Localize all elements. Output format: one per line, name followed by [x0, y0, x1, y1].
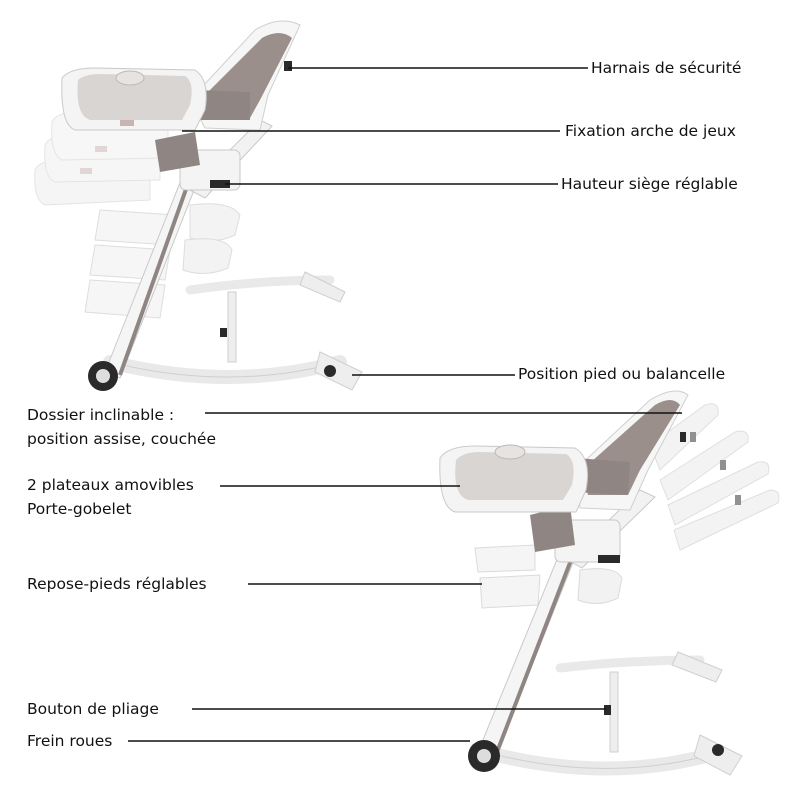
label-play-arch: Fixation arche de jeux [565, 122, 736, 140]
label-trays-line2: Porte-gobelet [27, 500, 132, 518]
label-trays-line1: 2 plateaux amovibles [27, 476, 194, 494]
seat-top [155, 20, 301, 172]
tray-bottom [439, 444, 589, 513]
label-recline-line1: Dossier inclinable : [27, 406, 175, 424]
label-harness: Harnais de sécurité [591, 59, 742, 77]
tray-top [61, 67, 207, 131]
footrest-bottom-ghost [474, 544, 623, 609]
seat-bottom [530, 390, 689, 552]
chair-top-illustration [34, 20, 363, 391]
label-foot-rocker: Position pied ou balancelle [518, 365, 726, 383]
chair-bottom-illustration [439, 390, 780, 776]
leader-lines [128, 67, 682, 742]
label-recline-line2: position assise, couchée [27, 430, 216, 448]
label-seat-height: Hauteur siège réglable [561, 175, 738, 193]
label-footrest: Repose-pieds réglables [27, 575, 207, 593]
label-wheel-brake: Frein roues [27, 732, 113, 750]
label-fold-button: Bouton de pliage [27, 700, 159, 718]
rocker-base-top [103, 271, 363, 391]
rocker-base-bottom [478, 651, 743, 776]
